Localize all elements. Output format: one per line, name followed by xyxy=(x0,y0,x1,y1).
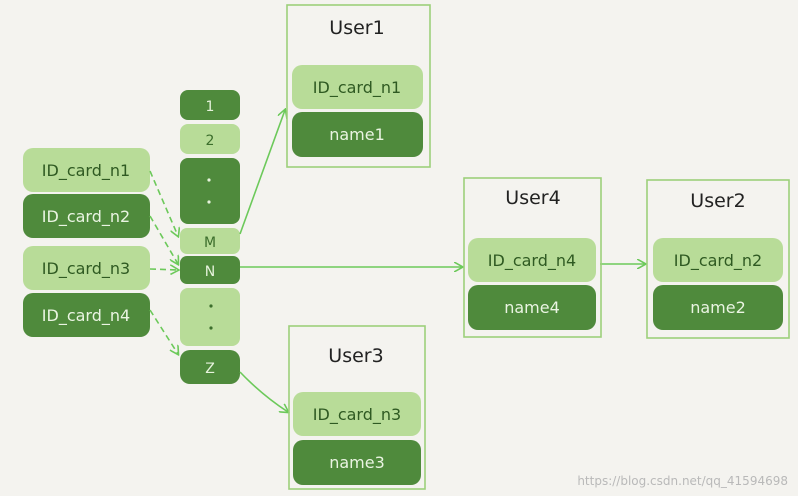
user1-record: User1 ID_card_n1 name1 xyxy=(286,4,431,168)
arrow-z-to-user3 xyxy=(239,371,288,412)
hash-slot-n: N xyxy=(180,256,240,284)
id-card-n2-label: ID_card_n2 xyxy=(42,207,130,227)
hash-slot-m-label: M xyxy=(204,235,216,251)
id-card-n2-key: ID_card_n2 xyxy=(23,194,150,238)
hash-slot-1: 1 xyxy=(180,90,240,120)
id-card-n3-key: ID_card_n3 xyxy=(23,246,150,290)
arrow-n3-to-n xyxy=(149,269,178,270)
hash-slot-2-label: 2 xyxy=(206,133,215,149)
arrow-n1-to-m xyxy=(149,170,178,236)
user4-record: User4 ID_card_n4 name4 xyxy=(463,177,602,338)
hash-slot-ellipsis-lower xyxy=(180,288,240,346)
user1-name: name1 xyxy=(329,125,385,144)
id-card-n3-label: ID_card_n3 xyxy=(42,259,130,279)
id-card-index-column: ID_card_n1 ID_card_n2 ID_card_n3 ID_card… xyxy=(23,148,150,337)
hash-mapping-arrows xyxy=(149,170,178,354)
ellipsis-dot xyxy=(209,326,213,330)
hash-slot-z-label: Z xyxy=(205,361,215,377)
id-card-n4-label: ID_card_n4 xyxy=(42,306,130,326)
hash-slot-1-label: 1 xyxy=(206,99,215,115)
user1-id-card: ID_card_n1 xyxy=(313,78,401,98)
id-card-n1-label: ID_card_n1 xyxy=(42,161,130,181)
user1-title: User1 xyxy=(329,17,384,39)
ellipsis-dot xyxy=(209,304,213,308)
ellipsis-dot xyxy=(207,200,211,204)
user3-record: User3 ID_card_n3 name3 xyxy=(288,325,426,490)
user3-id-card: ID_card_n3 xyxy=(313,405,401,425)
hash-slot-n-label: N xyxy=(205,264,215,280)
user4-title: User4 xyxy=(505,187,560,209)
user3-name: name3 xyxy=(329,453,385,472)
id-card-n4-key: ID_card_n4 xyxy=(23,293,150,337)
user4-id-card: ID_card_n4 xyxy=(488,251,576,271)
hash-slot-2: 2 xyxy=(180,124,240,154)
pointer-arrows xyxy=(239,110,645,412)
ellipsis-dot xyxy=(207,178,211,182)
hash-slot-m: M xyxy=(180,228,240,254)
arrow-m-to-user1 xyxy=(239,110,285,235)
arrow-n4-to-z xyxy=(149,309,178,354)
user2-id-card: ID_card_n2 xyxy=(674,251,762,271)
hash-slots-column: 1 2 M N Z xyxy=(180,90,240,384)
watermark-url: https://blog.csdn.net/qq_41594698 xyxy=(577,474,788,488)
user2-record: User2 ID_card_n2 name2 xyxy=(646,179,790,339)
user3-title: User3 xyxy=(328,345,383,367)
hash-slot-ellipsis-upper xyxy=(180,158,240,224)
arrow-n2-to-n xyxy=(149,215,178,264)
user2-title: User2 xyxy=(690,190,745,212)
user2-name: name2 xyxy=(690,298,746,317)
id-card-n1-key: ID_card_n1 xyxy=(23,148,150,192)
user4-name: name4 xyxy=(504,298,560,317)
hash-slot-z: Z xyxy=(180,350,240,384)
